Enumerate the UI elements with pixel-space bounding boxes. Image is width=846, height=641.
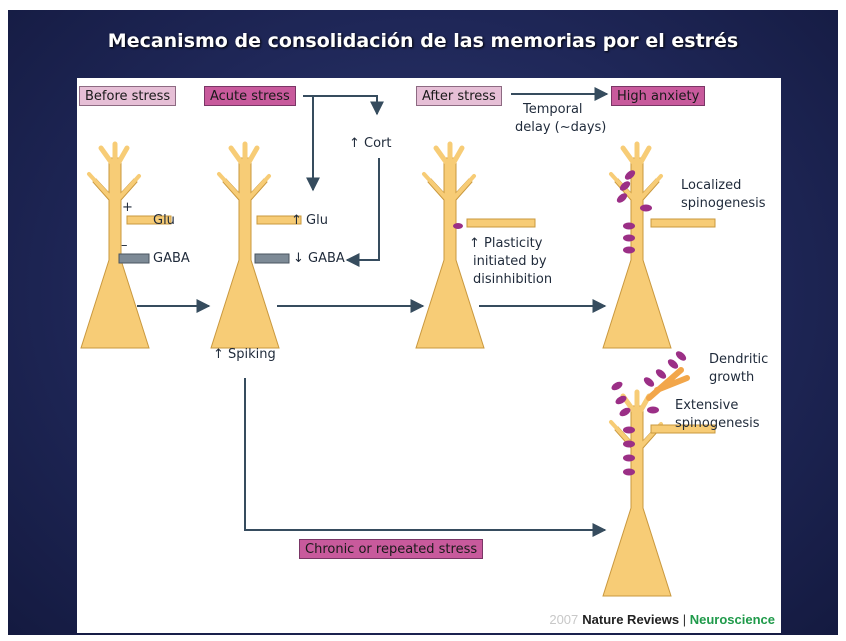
label-gaba-2: ↓ GABA <box>293 251 345 266</box>
flow-arrows <box>137 87 609 537</box>
label-plasticity-1: ↑ Plasticity <box>469 236 543 251</box>
label-glu-2: ↑ Glu <box>291 213 328 228</box>
neuron-acute-stress <box>211 144 279 348</box>
label-dendritic-1: Dendritic <box>709 352 769 367</box>
label-localized-1: Localized <box>681 178 742 193</box>
credit-separator: | <box>682 612 687 627</box>
credit-year: 2007 <box>549 612 579 627</box>
neuron-high-anxiety <box>603 144 671 348</box>
gaba-terminal-2 <box>254 253 290 264</box>
neuron-before-stress <box>81 144 149 348</box>
label-extensive-2: spinogenesis <box>675 416 760 431</box>
terminal-5 <box>650 424 716 434</box>
terminal-3 <box>453 218 536 229</box>
dendritic-growth <box>646 367 690 401</box>
label-cort: ↑ Cort <box>349 136 392 151</box>
label-dendritic-2: growth <box>709 370 755 385</box>
terminal-4 <box>650 218 716 228</box>
label-spiking: ↑ Spiking <box>213 347 276 362</box>
label-temporal: Temporal <box>523 102 583 117</box>
label-minus: – <box>121 238 128 253</box>
label-plasticity-3: disinhibition <box>473 272 553 287</box>
tag-before-stress: Before stress <box>79 86 177 106</box>
gaba-terminal-1 <box>118 253 150 264</box>
tag-chronic-stress: Chronic or repeated stress <box>299 539 484 559</box>
credit-publisher: Nature Reviews <box>582 612 680 627</box>
arrow-cort-top <box>303 95 384 116</box>
tag-acute-stress: Acute stress <box>204 86 296 106</box>
label-extensive-1: Extensive <box>675 398 739 413</box>
label-plasticity-2: initiated by <box>473 254 547 269</box>
credit-journal: Neuroscience <box>689 612 775 627</box>
label-glu-1: Glu <box>153 213 175 228</box>
arrow-chronic <box>244 378 607 537</box>
slide-title: Mecanismo de consolidación de las memori… <box>107 30 739 52</box>
diagram-svg <box>77 87 716 633</box>
extensive-spines <box>611 351 687 476</box>
label-gaba-1: GABA <box>153 251 190 266</box>
neuron-chronic <box>603 392 671 596</box>
figure-panel: Before stress Acute stress After stress … <box>77 78 781 633</box>
localized-spines <box>616 170 652 254</box>
label-delay: delay (~days) <box>515 120 607 135</box>
label-plus: + <box>122 200 133 215</box>
tag-high-anxiety: High anxiety <box>611 86 706 106</box>
tag-after-stress: After stress <box>416 86 502 106</box>
label-localized-2: spinogenesis <box>681 196 766 211</box>
arrow-cort-to-gaba <box>345 158 380 267</box>
